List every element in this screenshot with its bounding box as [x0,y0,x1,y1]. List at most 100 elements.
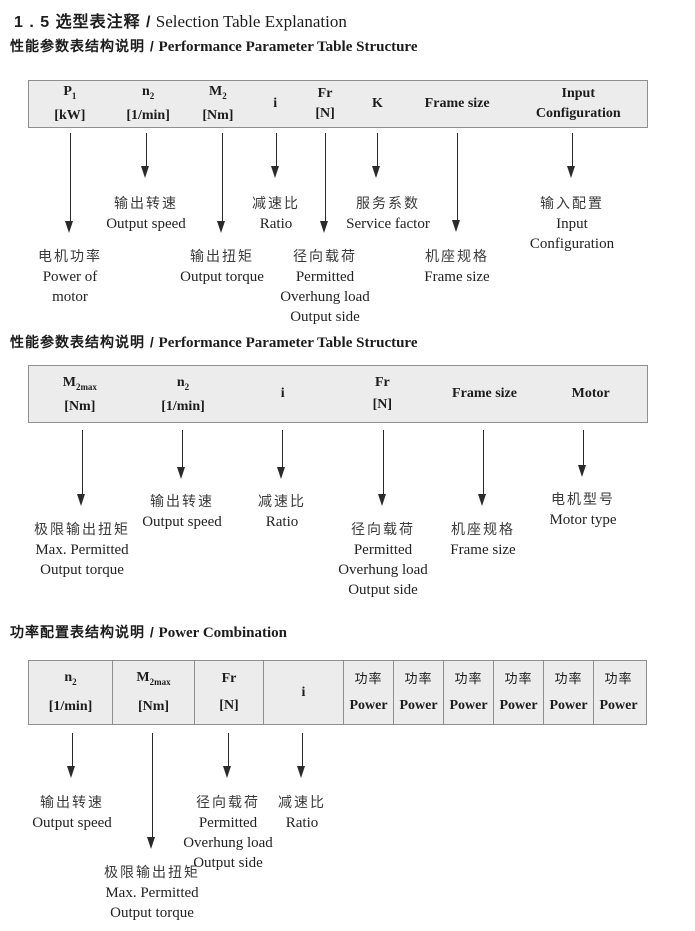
callout-p1-power-of-motor: 电机功率 Power of motor [38,248,102,305]
column-n2: n2 [1/min] [29,661,112,724]
arrow-fr-down [223,733,231,778]
arrow-n2-down [177,430,185,479]
column-p1: P1 [kW] [29,81,111,127]
i-symbol: i [301,684,306,700]
column-frame-size: Frame size [435,366,535,422]
callout-n2-output-speed: 输出转速 Output speed [106,195,186,232]
arrow-n2-down [67,733,75,778]
section2-heading: 性能参数表结构说明 / Performance Parameter Table … [10,332,417,352]
arrow-frame-size-down [478,430,486,506]
callout-input-configuration: 输入配置 Input Configuration [529,195,615,252]
column-motor: Motor [534,366,647,422]
configuration-label: Configuration [535,106,621,121]
arrow-input-config-down [567,133,575,178]
callout-m2max-output-torque: 极限输出扭矩 Max. Permitted Output torque [34,521,130,578]
p1-unit: [kW] [54,107,86,123]
callout-k-service-factor: 服务系数 Service factor [346,195,430,232]
m2max-symbol: M [62,375,76,390]
section1-heading-en: Performance Parameter Table Structure [158,39,418,55]
column-m2max: M2max [Nm] [112,661,194,724]
column-power-4: 功率 Power [493,661,543,724]
k-symbol: K [371,96,383,111]
n2-symbol: n [64,670,73,686]
frame-size-label: Frame size [424,96,490,111]
page-title: 1 . 5 选型表注释 / Selection Table Explanatio… [14,8,347,32]
column-fr: Fr [N] [330,366,435,422]
column-k: K [350,81,405,127]
n2-unit: [1/min] [161,398,205,414]
n2-unit: [1/min] [48,698,93,714]
m2max-unit: [Nm] [137,698,170,714]
column-n2: n2 [1/min] [131,366,236,422]
arrow-m2max-down [147,733,155,849]
column-ratio-i: i [250,81,300,127]
column-m2max: M2max [Nm] [29,366,131,422]
arrow-i-down [271,133,279,178]
n2-subscript: 2 [149,90,155,101]
fr-symbol: Fr [317,86,333,101]
i-symbol: i [273,96,278,111]
callout-n2-output-speed: 输出转速 Output speed [142,493,222,530]
i-symbol: i [280,386,285,401]
n2-unit: [1/min] [126,107,170,123]
column-power-1: 功率 Power [343,661,393,724]
fr-unit: [N] [219,697,239,713]
column-fr: Fr [N] [194,661,263,724]
column-fr: Fr [N] [300,81,350,127]
section2-heading-en: Performance Parameter Table Structure [158,335,418,351]
arrow-k-down [372,133,380,178]
section2-heading-cn: 性能参数表结构说明 / [10,334,155,350]
arrow-i-down [297,733,305,778]
callout-motor-type: 电机型号 Motor type [549,491,617,528]
section3-heading-cn: 功率配置表结构说明 / [10,624,155,640]
callout-n2-output-speed: 输出转速 Output speed [32,794,112,831]
column-input-configuration: Input Configuration [509,81,647,127]
fr-symbol: Fr [374,375,390,390]
frame-size-label: Frame size [452,386,517,401]
callout-fr-overhung-load: 径向载荷 Permitted Overhung load Output side [338,521,428,598]
section3-heading-en: Power Combination [158,625,288,641]
motor-label: Motor [571,386,610,401]
callout-i-ratio: 减速比 Ratio [258,493,306,530]
column-ratio-i: i [235,366,330,422]
callout-frame-size: 机座规格 Frame size [424,248,490,285]
m2max-subscript: 2max [75,381,97,392]
arrow-frame-size-down [452,133,460,232]
m2max-unit: [Nm] [64,398,96,414]
callout-m2-output-torque: 输出扭矩 Output torque [180,248,264,285]
m2-symbol: M [209,84,223,100]
m2max-subscript: 2max [149,676,171,687]
callout-i-ratio: 减速比 Ratio [278,794,326,831]
arrow-motor-down [578,430,586,477]
column-power-6: 功率 Power [593,661,643,724]
arrow-n2-down [141,133,149,178]
callout-fr-overhung-load: 径向载荷 Permitted Overhung load Output side [280,248,370,325]
n2-subscript: 2 [184,381,190,392]
arrow-m2max-down [77,430,85,506]
fr-unit: [N] [372,397,393,412]
column-power-3: 功率 Power [443,661,493,724]
input-label: Input [561,86,595,101]
p1-symbol: P [63,84,72,100]
section3-heading: 功率配置表结构说明 / Power Combination [10,622,287,642]
column-frame-size: Frame size [405,81,510,127]
page-title-cn: 1 . 5 选型表注释 / [14,14,152,31]
column-power-2: 功率 Power [393,661,443,724]
column-m2: M2 [Nm] [186,81,251,127]
p1-subscript: 1 [71,90,77,101]
arrow-m2-down [217,133,225,233]
power-combination-table-header: n2 [1/min] M2max [Nm] Fr [N] i 功率 Power … [28,660,647,725]
section1-heading: 性能参数表结构说明 / Performance Parameter Table … [10,36,417,56]
column-ratio-i: i [263,661,343,724]
callout-frame-size: 机座规格 Frame size [450,521,516,558]
m2-unit: [Nm] [202,107,234,123]
callout-m2max-output-torque: 极限输出扭矩 Max. Permitted Output torque [104,864,200,921]
arrow-fr-down [320,133,328,233]
column-n2: n2 [1/min] [111,81,186,127]
m2-subscript: 2 [222,90,227,101]
n2-subscript: 2 [72,676,77,687]
n2-symbol: n [141,84,150,100]
arrow-i-down [277,430,285,479]
n2-symbol: n [176,375,185,390]
arrow-p1-down [65,133,73,233]
